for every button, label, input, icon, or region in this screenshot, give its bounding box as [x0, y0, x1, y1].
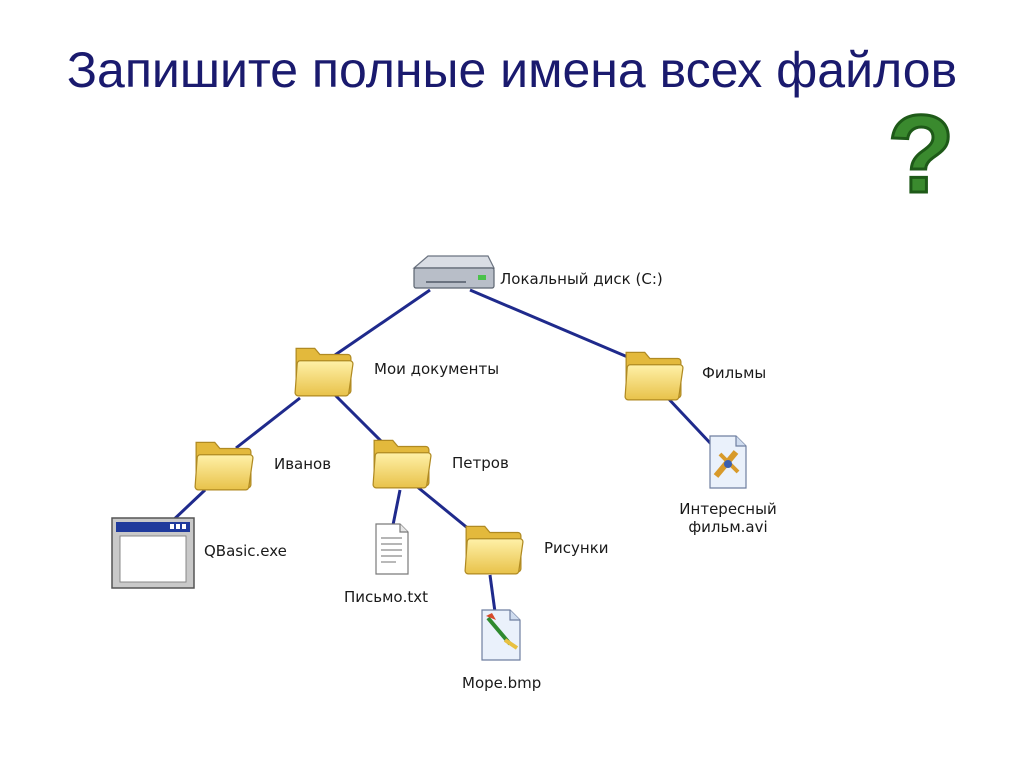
edge-mydocs-petrov [333, 393, 387, 447]
edge-pictures-sea [488, 574, 497, 613]
folder-icon-films [624, 351, 684, 401]
edge-mydocs-ivanov [235, 396, 301, 450]
node-label-sea: Море.bmp [462, 674, 542, 692]
edge-films-movie [663, 393, 714, 447]
edge-petrov-letter [391, 489, 402, 526]
folder-icon-pictures [464, 525, 524, 575]
text-file-icon [375, 523, 409, 575]
edge-disk-films [469, 288, 631, 360]
folder-icon-ivanov [194, 441, 254, 491]
folder-icon-my-documents [294, 347, 354, 397]
page-title: Запишите полные имена всех файлов [66, 42, 958, 98]
video-file-icon [709, 435, 747, 489]
node-label-movie-line2: фильм.avi [688, 518, 768, 536]
edge-petrov-pictures [414, 483, 471, 532]
node-label-disk: Локальный диск (C:) [500, 270, 663, 288]
node-label-movie: Интересный фильм.avi [668, 500, 788, 536]
edge-disk-mydocs [334, 288, 431, 357]
hard-drive-icon [412, 255, 495, 289]
node-label-qbasic: QBasic.exe [204, 542, 287, 560]
bitmap-file-icon [481, 609, 521, 661]
folder-icon-petrov [372, 439, 432, 489]
question-mark-icon: ? [886, 100, 956, 210]
node-label-my-documents: Мои документы [374, 360, 500, 378]
application-window-icon [111, 517, 195, 589]
node-label-letter: Письмо.txt [344, 588, 429, 606]
node-label-pictures: Рисунки [544, 539, 609, 557]
node-label-petrov: Петров [452, 454, 509, 472]
node-label-movie-line1: Интересный [679, 500, 777, 518]
node-label-films: Фильмы [702, 364, 767, 382]
node-label-ivanov: Иванов [274, 455, 332, 473]
svg-text:?: ? [887, 100, 954, 210]
